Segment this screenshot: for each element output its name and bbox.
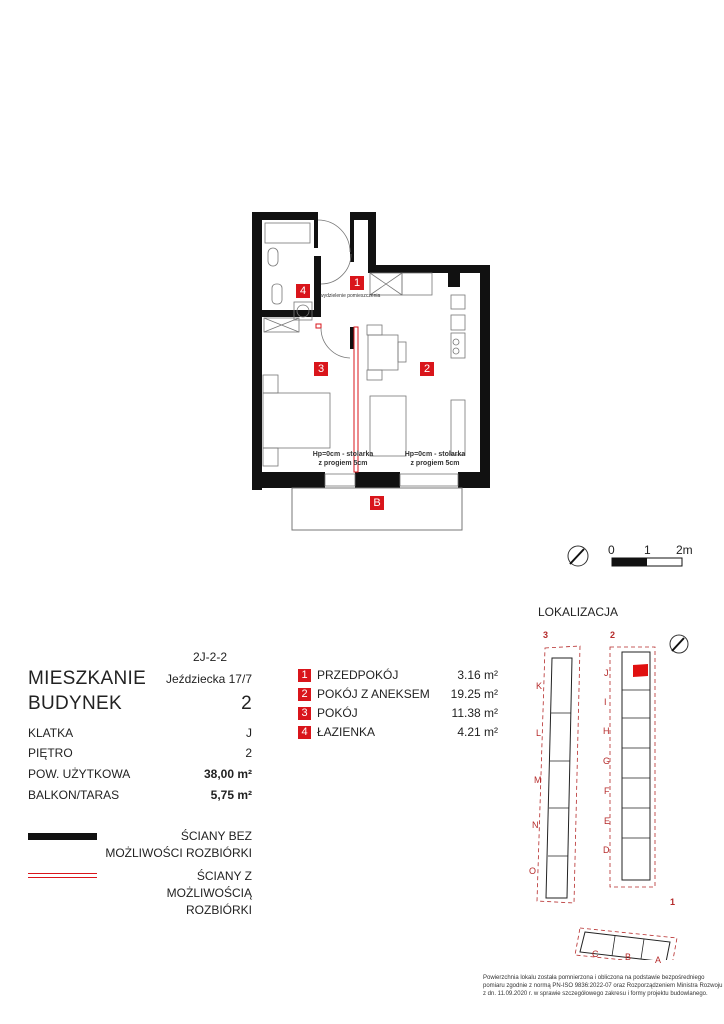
room-badge: 3	[298, 707, 311, 721]
stair-label: N	[532, 820, 539, 830]
legend-solid-wall-swatch	[28, 833, 97, 840]
room-area: 11.38 m²	[451, 706, 498, 720]
balcony-marker: B	[370, 496, 384, 510]
detail-label: POW. UŻYTKOWA	[28, 767, 131, 781]
building-label: 2	[610, 630, 616, 640]
stair-label: J	[604, 668, 609, 678]
scale-label-1: 1	[644, 543, 651, 557]
detail-value: 38,00 m²	[203, 767, 252, 781]
room-area: 4.21 m²	[457, 725, 498, 739]
room-name: ŁAZIENKA	[317, 725, 376, 739]
mieszkanie-label: MIESZKANIE	[28, 668, 147, 689]
legend-line: ŚCIANY Z	[196, 869, 252, 883]
building-label: 3	[543, 630, 549, 640]
legend-demolishable-wall-label: ŚCIANY Z MOŻLIWOŚCIĄ ROZBIÓRKI	[100, 868, 252, 919]
location-map	[536, 634, 689, 960]
measurement-footnote: Powierzchnia lokalu została pomnierzona …	[483, 974, 723, 998]
walls	[252, 212, 490, 490]
room-row: 2 POKÓJ Z ANEKSEM 19.25 m²	[298, 687, 498, 705]
scale-label-2: 2m	[676, 543, 693, 557]
room-row: 1 PRZEDPOKÓJ 3.16 m²	[298, 668, 498, 686]
room-marker-3: 3	[314, 362, 328, 376]
detail-value: 2	[245, 746, 252, 760]
door-note-line: Hp=0cm - stolarka	[312, 451, 374, 458]
highlighted-unit	[633, 664, 648, 677]
footnote-line: z dn. 11.09.2020 r. w sprawie szczegółow…	[483, 991, 708, 997]
detail-value: 5,75 m²	[210, 788, 252, 802]
demolishable-wall	[315, 323, 359, 473]
stair-label: K	[536, 681, 543, 691]
room-area: 3.16 m²	[457, 668, 498, 682]
stair-label: C	[592, 949, 599, 959]
legend-line: MOŻLIWOŚCI ROZBIÓRKI	[105, 846, 252, 860]
address: Jeździecka 17/7	[165, 672, 252, 686]
building-label: 1	[670, 897, 676, 907]
door-note-1: Hp=0cm - stolarka z progiem 5cm	[308, 450, 378, 468]
stair-label: E	[604, 816, 611, 826]
apartment-code: 2J-2-2	[192, 650, 227, 664]
budynek-value: 2	[241, 693, 252, 714]
scale-bar	[611, 557, 683, 567]
stair-label: M	[534, 775, 542, 785]
footnote-line: Powierzchnia lokalu została pomnierzona …	[483, 975, 705, 981]
legend-solid-wall-label: ŚCIANY BEZ MOŻLIWOŚCI ROZBIÓRKI	[100, 828, 252, 862]
detail-label: PIĘTRO	[28, 746, 73, 760]
stair-label: H	[603, 726, 610, 736]
location-title: LOKALIZACJA	[538, 605, 619, 619]
room-area: 19.25 m²	[450, 687, 498, 701]
stair-label: O	[529, 866, 537, 876]
location-north-icon	[669, 634, 689, 654]
stair-label: F	[604, 786, 610, 796]
room-row: 4 ŁAZIENKA 4.21 m²	[298, 725, 498, 743]
stair-label: A	[655, 955, 662, 965]
room-name: PRZEDPOKÓJ	[317, 668, 399, 682]
balcony-outline	[291, 487, 463, 531]
detail-label: KLATKA	[28, 726, 74, 740]
stair-label: L	[536, 728, 542, 738]
detail-value: J	[246, 726, 252, 740]
door-note-line: z progiem 5cm	[318, 460, 368, 467]
stair-label: B	[625, 952, 632, 962]
stair-label: I	[604, 697, 607, 707]
legend-line: MOŻLIWOŚCIĄ ROZBIÓRKI	[166, 886, 252, 917]
detail-label: BALKON/TARAS	[28, 788, 120, 802]
scale-label-0: 0	[608, 543, 615, 557]
room-marker-4: 4	[296, 284, 310, 298]
door-note-2: Hp=0cm - stolarka z progiem 5cm	[400, 450, 470, 468]
door-note-line: z progiem 5cm	[410, 460, 460, 467]
room-name: POKÓJ	[317, 706, 358, 720]
legend-demolishable-wall-swatch	[28, 873, 97, 878]
hall-note: wydzielenie pomieszczenia	[320, 293, 381, 299]
floor-plan	[252, 212, 683, 567]
legend-line: ŚCIANY BEZ	[180, 829, 252, 843]
room-marker-1: 1	[350, 276, 364, 290]
stair-label: G	[603, 756, 611, 766]
room-badge: 2	[298, 688, 311, 702]
budynek-label: BUDYNEK	[28, 693, 122, 714]
room-badge: 4	[298, 726, 311, 740]
room-badge: 1	[298, 669, 311, 683]
door-note-line: Hp=0cm - stolarka	[404, 451, 466, 458]
room-marker-2: 2	[420, 362, 434, 376]
room-row: 3 POKÓJ 11.38 m²	[298, 706, 498, 724]
room-name: POKÓJ Z ANEKSEM	[317, 687, 430, 701]
fixtures	[262, 219, 466, 487]
stair-label: D	[603, 845, 610, 855]
north-arrow-icon	[567, 545, 589, 567]
footnote-line: pomiaru zgodnie z normą PN-ISO 9836:2022…	[483, 983, 723, 989]
